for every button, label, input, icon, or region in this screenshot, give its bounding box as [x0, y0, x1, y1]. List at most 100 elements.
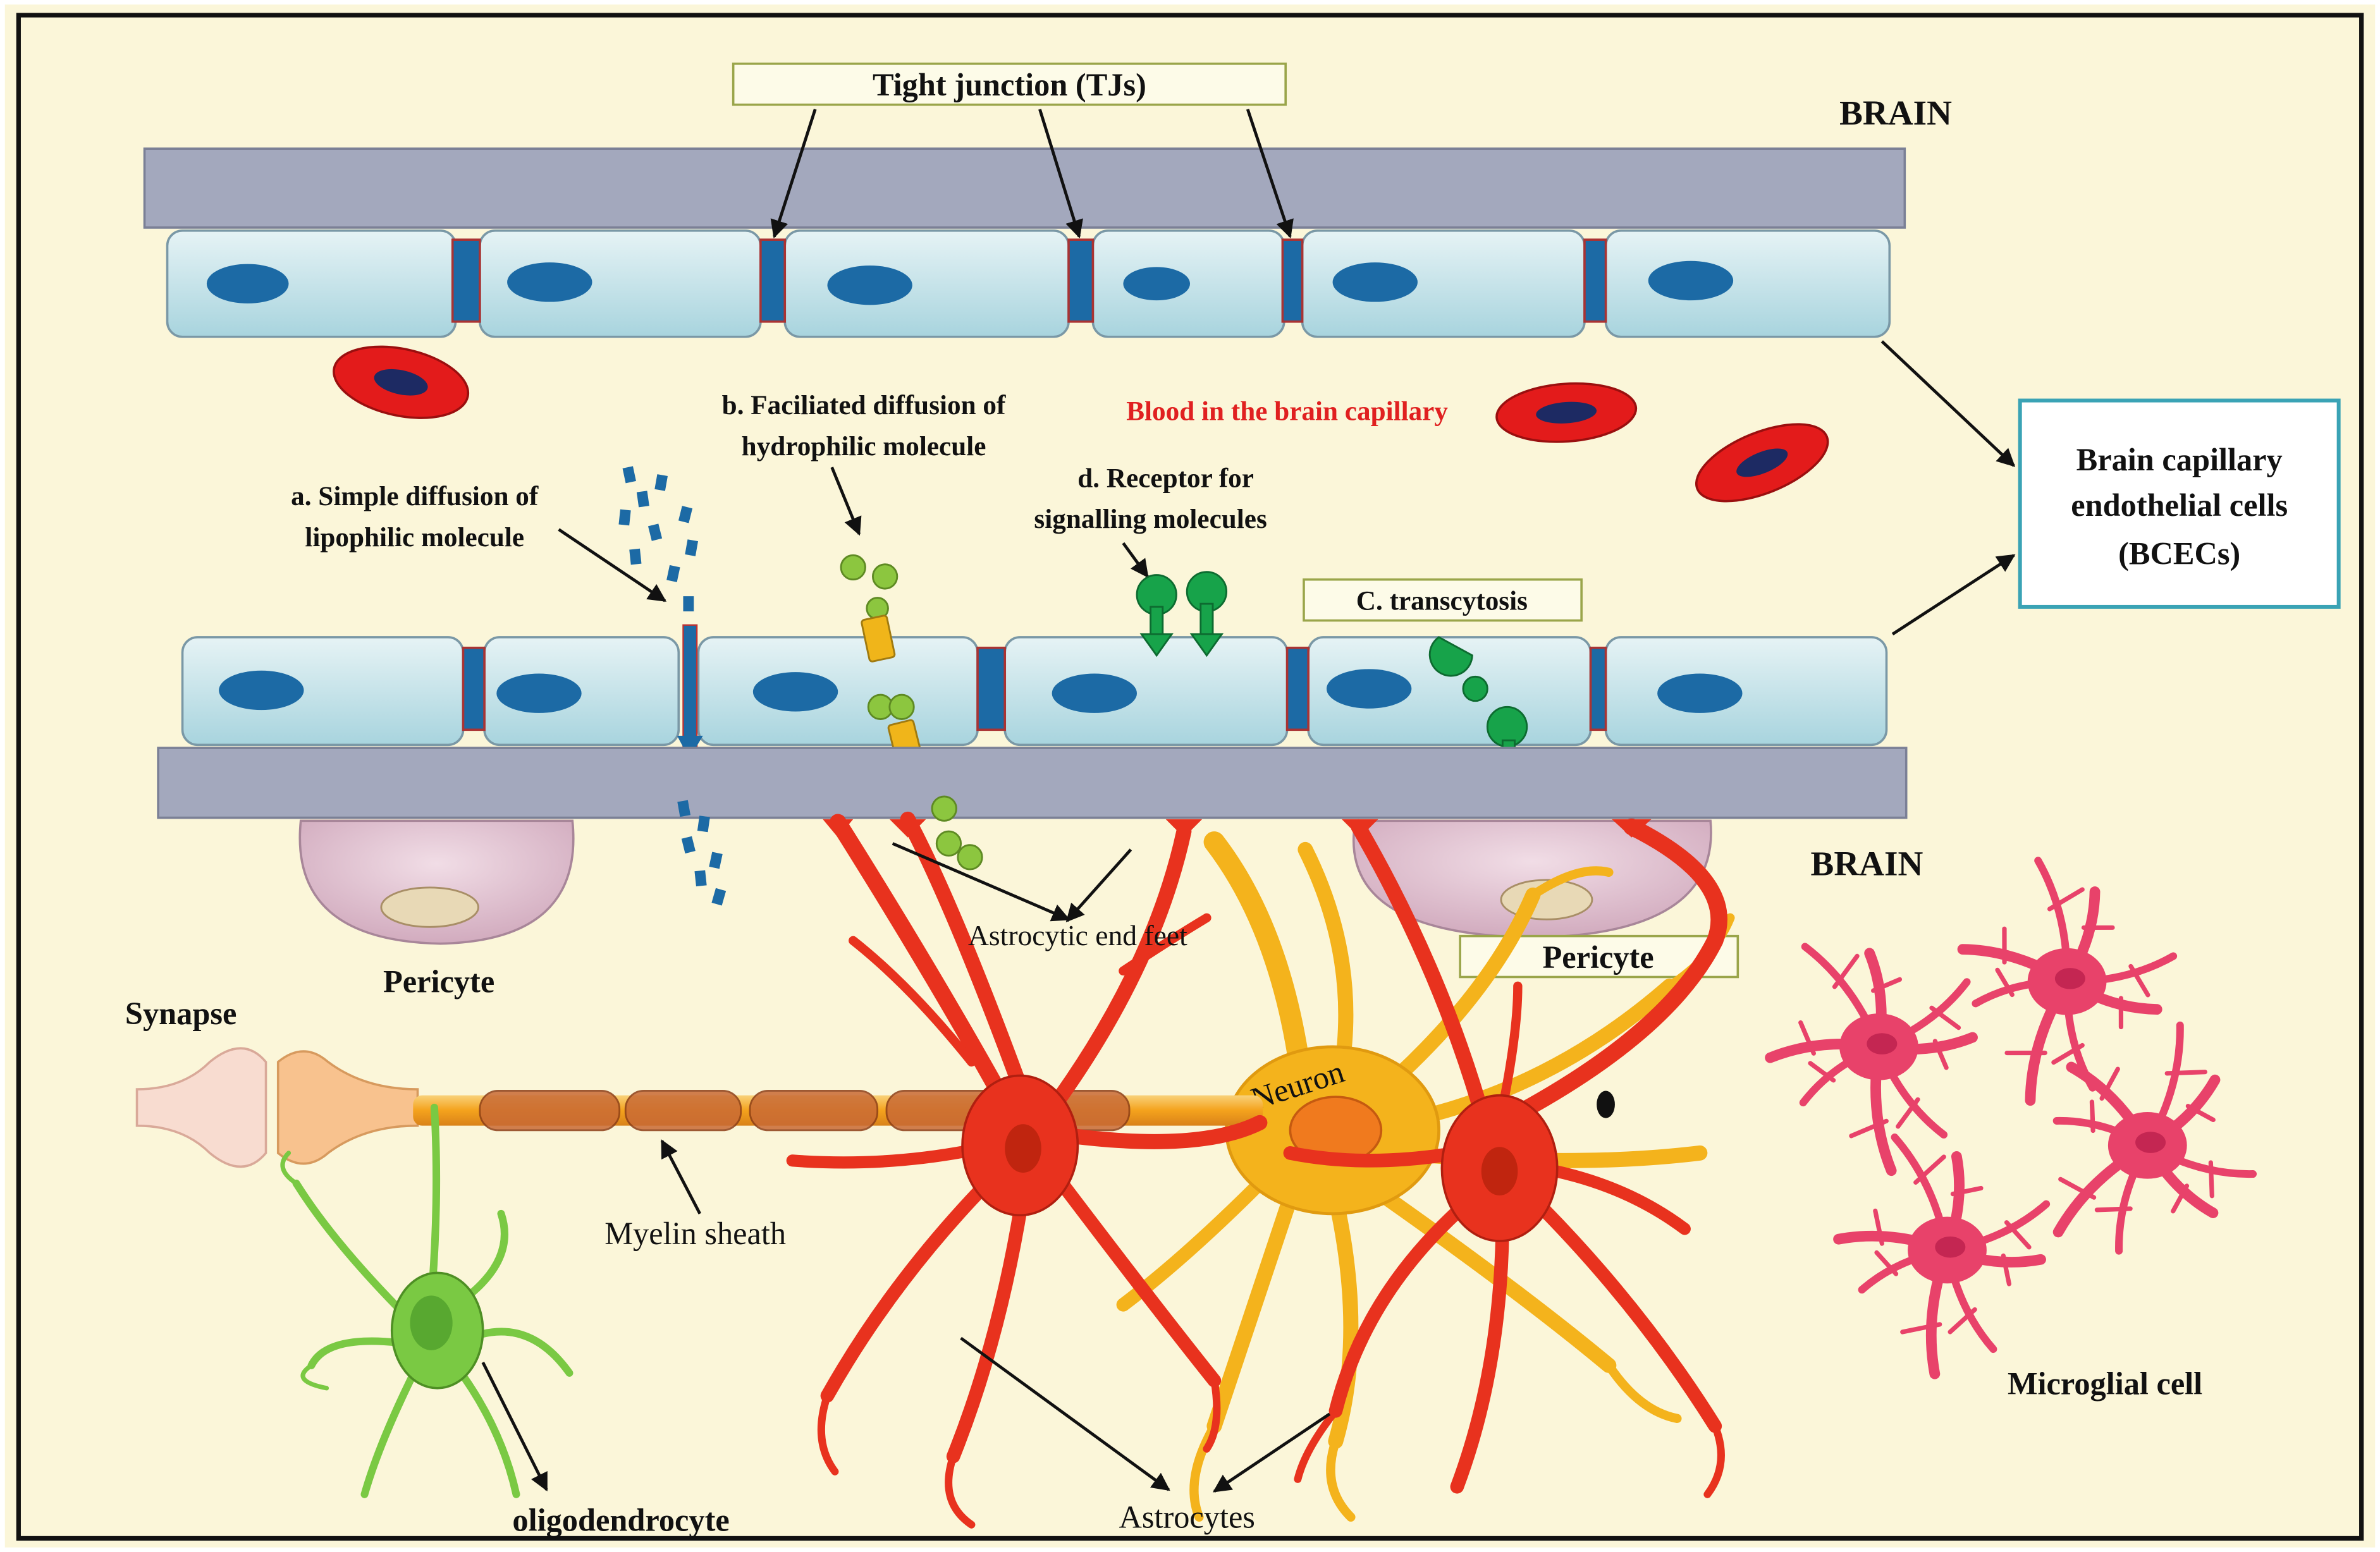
- myelin-sheath: [479, 1090, 1131, 1132]
- microglial-cell: [1765, 943, 1978, 1176]
- bcec-label-line2: endothelial cells: [2071, 487, 2288, 523]
- myelin-label: Myelin sheath: [604, 1216, 786, 1251]
- microglial-branch: [2185, 1104, 2216, 1123]
- tight-junction: [1285, 646, 1310, 731]
- receptor-label-line1: d. Receptor for: [1077, 463, 1254, 493]
- receptor-label-line2: signalling molecules: [1034, 504, 1267, 534]
- transcytosis-label-box: [1303, 578, 1583, 622]
- microglial-branch: [1900, 1322, 1942, 1335]
- tight-junction-label: Tight junction (TJs): [873, 67, 1146, 102]
- outer-frame: [16, 13, 2364, 1541]
- microglial-branch: [1849, 1118, 1889, 1139]
- nucleus: [507, 262, 592, 302]
- oligodendrocyte-nucleus: [410, 1295, 453, 1350]
- neuron: [1116, 831, 1735, 1522]
- microglial-branch: [1929, 1005, 1961, 1030]
- microglial-branch: [2058, 1176, 2097, 1200]
- microglial-branch: [2094, 1206, 2133, 1213]
- nucleus: [219, 670, 304, 711]
- microglial-branch: [2004, 1220, 2032, 1250]
- microglial-nucleus: [2054, 968, 2085, 989]
- signalling-receptor: [1136, 571, 1228, 657]
- microglial-nucleus: [1935, 1236, 1966, 1258]
- nucleus: [1326, 669, 1412, 709]
- microglial-branch: [2208, 1160, 2214, 1199]
- microglial-label: Microglial cell: [2008, 1366, 2202, 1401]
- tight-junction: [1589, 646, 1607, 731]
- lipophilic-molecules: [618, 466, 699, 612]
- nucleus: [752, 672, 838, 712]
- microglial-cell: [2052, 1021, 2257, 1255]
- red-blood-cell: [333, 345, 470, 419]
- microglial-branch: [1932, 1039, 1949, 1070]
- nucleus: [206, 264, 289, 303]
- nucleus: [1332, 262, 1418, 302]
- bcec-arrow-top: [1880, 340, 2016, 467]
- bcec-label-line1: Brain capillary: [2076, 442, 2283, 477]
- bcec-box: [2018, 398, 2341, 609]
- nucleus: [1648, 260, 1734, 301]
- facilitated-diffusion-label-line1: b. Faciliated diffusion of: [722, 391, 1006, 420]
- synapse-presynaptic: [276, 1050, 419, 1165]
- microglial-branch: [2128, 963, 2150, 998]
- microglial-branch: [2099, 1066, 2120, 1101]
- astrocyte-right: [1283, 818, 1727, 1498]
- bottom-basement-membrane: [157, 747, 1908, 819]
- red-blood-cell: [1495, 382, 1638, 443]
- facilitated-diffusion-label-line2: hydrophilic molecule: [742, 432, 986, 461]
- tight-junction: [976, 646, 1007, 731]
- tj-arrow-1: [770, 109, 817, 239]
- bcec-arrow-bottom: [1891, 554, 2016, 636]
- nucleus: [1657, 673, 1743, 713]
- astrocyte-left-nucleus: [1005, 1124, 1041, 1173]
- nucleus: [827, 265, 912, 305]
- tight-junction-label-box: [732, 62, 1287, 106]
- astrocyte-left: [786, 811, 1268, 1529]
- endothelial-cell: [783, 229, 1070, 338]
- receptor-arrow: [1122, 542, 1149, 578]
- top-basement-membrane: [143, 147, 1906, 229]
- microglial-branch: [1871, 977, 1903, 993]
- microglial-nucleus: [1867, 1033, 1898, 1054]
- microglial-branch: [2089, 1099, 2095, 1133]
- microglial-branch: [1808, 1061, 1836, 1083]
- microglial-branch: [1873, 1208, 1884, 1246]
- lipophilic-channel: [682, 624, 698, 747]
- endothelial-cell: [1604, 636, 1888, 747]
- myelin-arrow: [660, 1139, 701, 1214]
- microglial-branch: [1832, 953, 1860, 989]
- synapse-postsynaptic: [135, 1047, 267, 1168]
- endothelial-cell: [697, 636, 979, 747]
- microglial-branch: [1798, 1020, 1816, 1056]
- microglial-cell: [1833, 1133, 2051, 1379]
- astrocytes-arrow-2: [1213, 1412, 1331, 1493]
- endothelial-cell: [1604, 229, 1891, 338]
- nucleus: [1123, 267, 1190, 301]
- pericyte-label-left: Pericyte: [383, 963, 494, 999]
- tight-junction: [1583, 238, 1607, 323]
- lipophilic-molecules-released: [677, 800, 727, 906]
- transcytosis-label: C. transcytosis: [1356, 587, 1528, 616]
- tight-junction: [462, 646, 486, 731]
- microglial-branch: [1950, 1185, 1984, 1197]
- brain-label-mid: BRAIN: [1811, 845, 1923, 883]
- microglial-branch: [1896, 1097, 1920, 1129]
- red-blood-cell: [1695, 423, 1829, 503]
- tj-arrow-3: [1246, 109, 1294, 239]
- microglial-branch: [2051, 1042, 2085, 1065]
- facilitated-diffusion-arrow: [830, 467, 862, 536]
- microglial-branch: [2047, 887, 2085, 912]
- microglial-branch: [1948, 1307, 1977, 1335]
- endothelial-cell: [1003, 636, 1289, 747]
- microglial-branch: [2171, 1183, 2190, 1214]
- oligodendrocyte-arrow: [481, 1361, 548, 1492]
- microglial-nucleus: [2135, 1132, 2166, 1153]
- microglial-branch: [2001, 1253, 2012, 1286]
- tight-junction: [451, 238, 481, 323]
- bottom-endothelial-row: [181, 636, 1888, 747]
- astrocytic-end-feet-label: Astrocytic end feet: [968, 919, 1187, 951]
- brain-label-top: BRAIN: [1839, 94, 1952, 132]
- pericyte-left: [298, 819, 575, 945]
